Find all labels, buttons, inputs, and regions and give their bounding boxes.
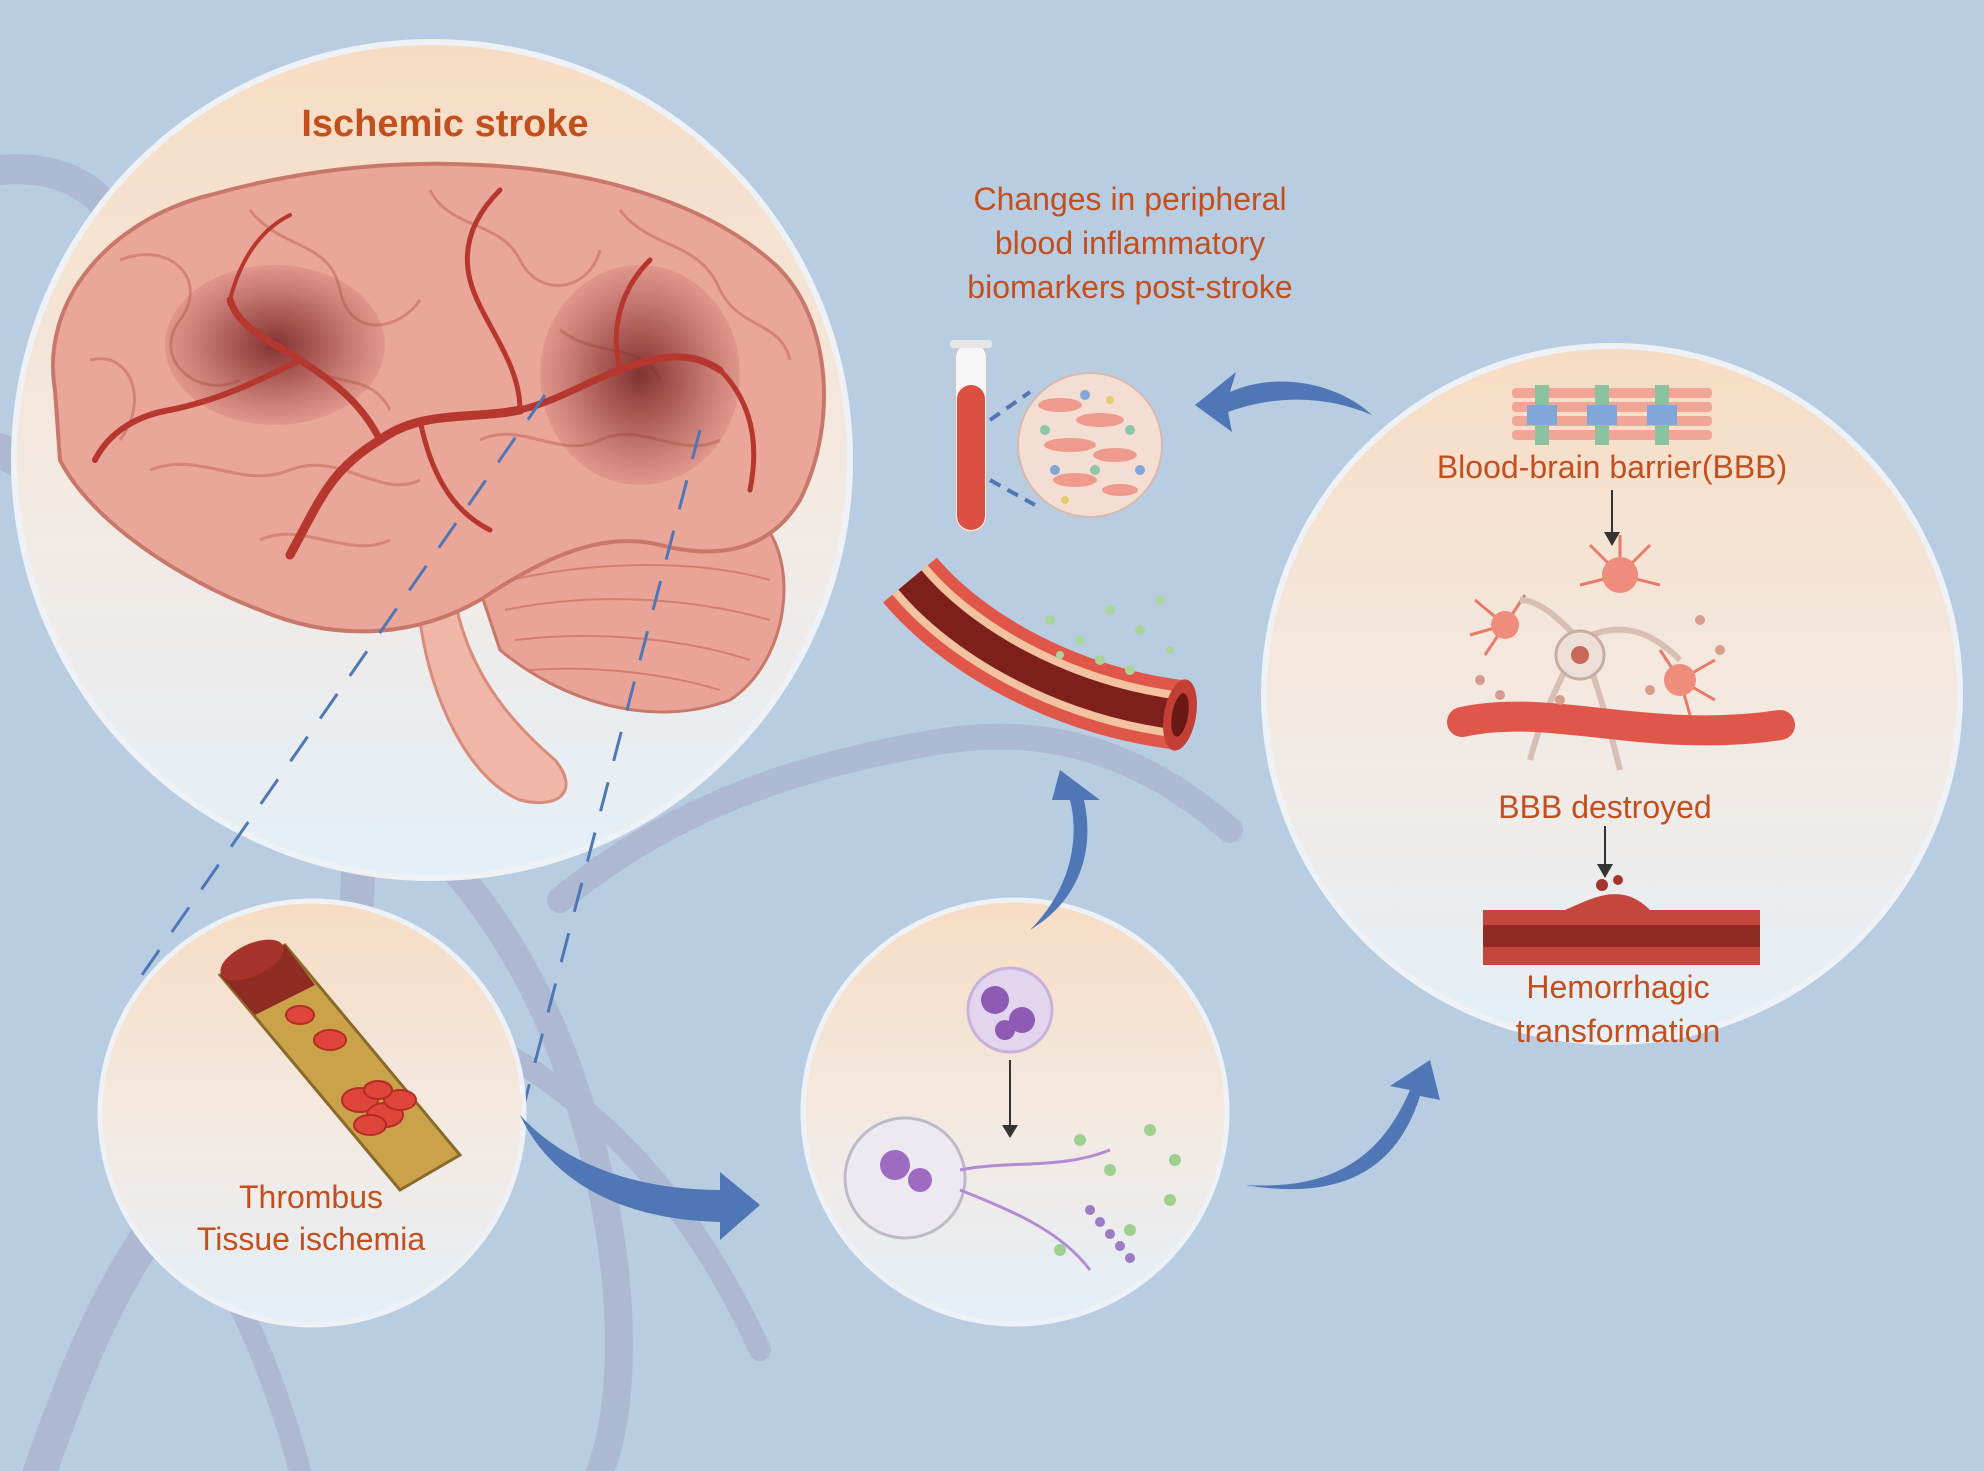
hemorrhagic-label-1: Hemorrhagic bbox=[1526, 969, 1709, 1005]
arrow-inflammation-to-vessel bbox=[1030, 770, 1100, 930]
tissue-ischemia-label: Tissue ischemia bbox=[197, 1221, 425, 1257]
bbb-tight-junction-illustration bbox=[1512, 385, 1712, 445]
ischemic-stroke-circle: Ischemic stroke bbox=[11, 39, 853, 881]
arrow-thrombus-to-inflammation bbox=[520, 1115, 760, 1240]
arrow-bbb-to-peripheral bbox=[1195, 372, 1372, 432]
blood-vessel-thrombus-illustration bbox=[217, 939, 463, 1192]
blood-test-tube-icon bbox=[950, 340, 992, 533]
flow-arrows bbox=[520, 372, 1440, 1240]
zoom-dashed-lines bbox=[133, 394, 702, 1121]
bbb-destroyed-label: BBB destroyed bbox=[1498, 789, 1711, 825]
hemorrhagic-label-2: transformation bbox=[1516, 1013, 1721, 1049]
peripheral-label-2: blood inflammatory bbox=[995, 225, 1265, 261]
blood-cells-magnified-icon bbox=[1017, 372, 1163, 518]
peripheral-blood-section: Changes in peripheral blood inflammatory… bbox=[883, 181, 1293, 751]
thrombus-circle: Thrombus Tissue ischemia bbox=[97, 898, 527, 1328]
bbb-label: Blood-brain barrier(BBB) bbox=[1437, 449, 1787, 485]
peripheral-label-1: Changes in peripheral bbox=[973, 181, 1286, 217]
hemorrhage-vessel-illustration bbox=[1483, 875, 1760, 965]
bbb-circle: Blood-brain barrier(BBB) BBB destroyed bbox=[1261, 343, 1963, 1049]
inflammatory-activation-circle bbox=[800, 897, 1230, 1327]
blood-vessel-leakage-icon bbox=[883, 557, 1197, 751]
cerebral-arteries bbox=[92, 187, 757, 560]
arrow-inflammation-to-bbb bbox=[1245, 1060, 1440, 1190]
astrocyte-neuron-illustration bbox=[1447, 535, 1795, 771]
peripheral-label-3: biomarkers post-stroke bbox=[967, 269, 1292, 305]
brain-illustration bbox=[51, 161, 826, 805]
thrombus-label: Thrombus bbox=[239, 1179, 383, 1215]
ischemic-stroke-title: Ischemic stroke bbox=[301, 103, 588, 145]
lesion-right bbox=[540, 265, 740, 485]
neutrophil-illustration bbox=[843, 966, 1181, 1271]
